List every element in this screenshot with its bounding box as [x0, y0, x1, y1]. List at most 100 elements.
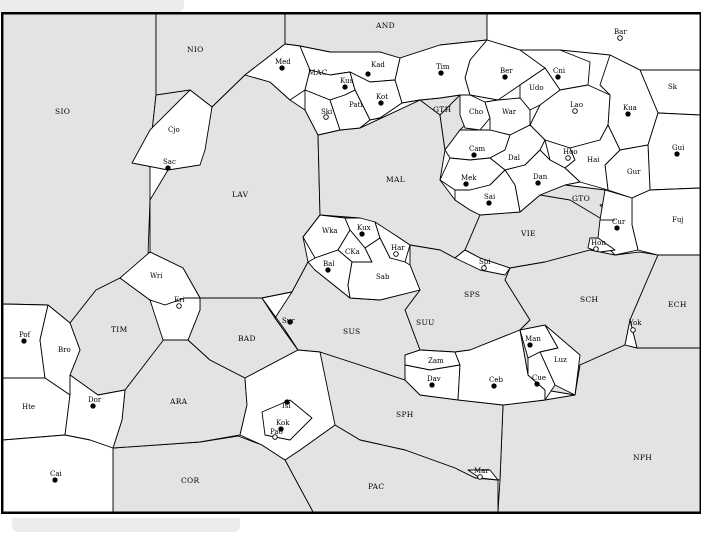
city-marker-Ber[interactable]: [502, 74, 508, 80]
city-marker-Mek[interactable]: [463, 181, 469, 187]
city-marker-Gui[interactable]: [674, 151, 680, 157]
label-NPH: NPH: [633, 453, 652, 462]
city-marker-Kot[interactable]: [378, 100, 384, 106]
label-TIM: TIM: [111, 325, 128, 334]
city-marker-Kux[interactable]: [359, 231, 365, 237]
city-marker-Kua[interactable]: [625, 111, 631, 117]
city-marker-Yok[interactable]: [630, 327, 636, 333]
label-SPH: SPH: [396, 410, 414, 419]
land-Fuj[interactable]: [631, 187, 701, 256]
city-marker-Sur[interactable]: [287, 319, 293, 325]
city-marker-Dor[interactable]: [90, 403, 96, 409]
city-label-Zam: Zam: [428, 357, 444, 365]
city-label-Isl: Isl: [282, 402, 291, 410]
city-label-Cue: Cue: [532, 374, 546, 382]
land-Yok[interactable]: [624, 319, 638, 349]
city-marker-Har[interactable]: [393, 251, 399, 257]
city-marker-Cam[interactable]: [471, 152, 477, 158]
city-marker-Dan[interactable]: [535, 180, 541, 186]
city-marker-Hoo[interactable]: [565, 155, 571, 161]
land-Cai[interactable]: [2, 434, 114, 513]
land-Hai[interactable]: [564, 124, 621, 191]
city-label-Kot: Kot: [376, 93, 388, 101]
city-label-Sai: Sai: [484, 193, 496, 201]
land-Pati[interactable]: [329, 89, 371, 131]
city-label-Lao: Lao: [570, 101, 583, 109]
city-marker-Dav[interactable]: [429, 382, 435, 388]
city-marker-Mar[interactable]: [477, 474, 483, 480]
label-SCH: SCH: [580, 295, 598, 304]
city-marker-Pof[interactable]: [21, 338, 27, 344]
sea-GTO[interactable]: [539, 184, 621, 221]
label-MAC: MAC: [308, 68, 328, 77]
city-marker-Hon[interactable]: [593, 246, 599, 252]
land-Eri[interactable]: [149, 297, 201, 341]
city-marker-Kok[interactable]: [278, 426, 284, 432]
land-Cho[interactable]: [459, 94, 491, 131]
city-marker-Ski[interactable]: [323, 114, 329, 120]
city-label-Sac: Sac: [163, 158, 176, 166]
label-GTH: GTH: [433, 105, 452, 114]
city-marker-Spi[interactable]: [481, 265, 487, 271]
city-marker-Ceb[interactable]: [491, 383, 497, 389]
city-label-Wri: Wri: [150, 272, 163, 280]
city-label-Mar: Mar: [474, 467, 489, 475]
city-marker-Sai[interactable]: [486, 200, 492, 206]
city-label-Bar: Bar: [614, 28, 627, 36]
label-SIO: SIO: [55, 107, 70, 116]
city-label-Med: Med: [275, 58, 291, 66]
city-label-Mek: Mek: [461, 174, 477, 182]
city-label-Gui: Gui: [672, 144, 685, 152]
city-marker-Pao[interactable]: [272, 434, 278, 440]
land-Ski[interactable]: [304, 89, 341, 136]
city-marker-Med[interactable]: [279, 65, 285, 71]
city-label-Dal: Dal: [508, 154, 521, 162]
city-marker-Bal[interactable]: [325, 267, 331, 273]
city-label-Kus: Kus: [340, 77, 354, 85]
city-label-Har: Har: [391, 244, 405, 252]
city-label-Gur: Gur: [627, 168, 641, 176]
city-label-Wka: Wka: [322, 227, 338, 235]
city-label-Fuj: Fuj: [672, 216, 684, 224]
city-marker-Tim[interactable]: [438, 70, 444, 76]
land-Sai[interactable]: [454, 169, 521, 216]
city-label-Sk: Sk: [668, 83, 678, 91]
city-label-Dav: Dav: [427, 375, 441, 383]
city-marker-Cni[interactable]: [555, 74, 561, 80]
city-label-Dan: Dan: [533, 173, 548, 181]
city-label-Cho: Cho: [469, 108, 483, 116]
city-marker-Sac[interactable]: [165, 165, 171, 171]
city-label-Sab: Sab: [376, 273, 390, 281]
city-label-Tim: Tim: [436, 63, 450, 71]
city-label-Spi: Spi: [479, 258, 491, 266]
city-label-Ber: Ber: [500, 67, 513, 75]
city-label-Hon: Hon: [591, 239, 606, 247]
land-Sur[interactable]: [261, 291, 299, 351]
city-marker-Man[interactable]: [527, 342, 533, 348]
city-marker-Cur[interactable]: [614, 225, 620, 231]
land-Cjo[interactable]: [131, 89, 213, 171]
city-label-Bro: Bro: [58, 346, 71, 354]
land-Spi[interactable]: [454, 249, 511, 276]
label-MAL: MAL: [386, 175, 405, 184]
city-marker-Eri[interactable]: [176, 303, 182, 309]
land-Cue[interactable]: [527, 351, 556, 401]
city-marker-Lao[interactable]: [572, 108, 578, 114]
city-marker-Cai[interactable]: [52, 477, 58, 483]
city-label-Cni: Cni: [553, 67, 566, 75]
land-Mar[interactable]: [467, 469, 499, 481]
city-label-Kok: Kok: [276, 419, 290, 427]
land-Tim2[interactable]: [359, 99, 421, 129]
border-line: [302, 214, 321, 238]
city-marker-Kad[interactable]: [365, 71, 371, 77]
city-marker-Cue[interactable]: [534, 381, 540, 387]
city-marker-Bar[interactable]: [617, 35, 623, 41]
city-marker-Kus[interactable]: [342, 84, 348, 90]
city-marker-Isl[interactable]: [284, 399, 290, 405]
label-ECH: ECH: [668, 300, 687, 309]
label-ARA: ARA: [169, 397, 188, 406]
land-Sab[interactable]: [347, 237, 421, 301]
city-label-Man: Man: [525, 335, 541, 343]
land-Gur[interactable]: [597, 189, 639, 256]
